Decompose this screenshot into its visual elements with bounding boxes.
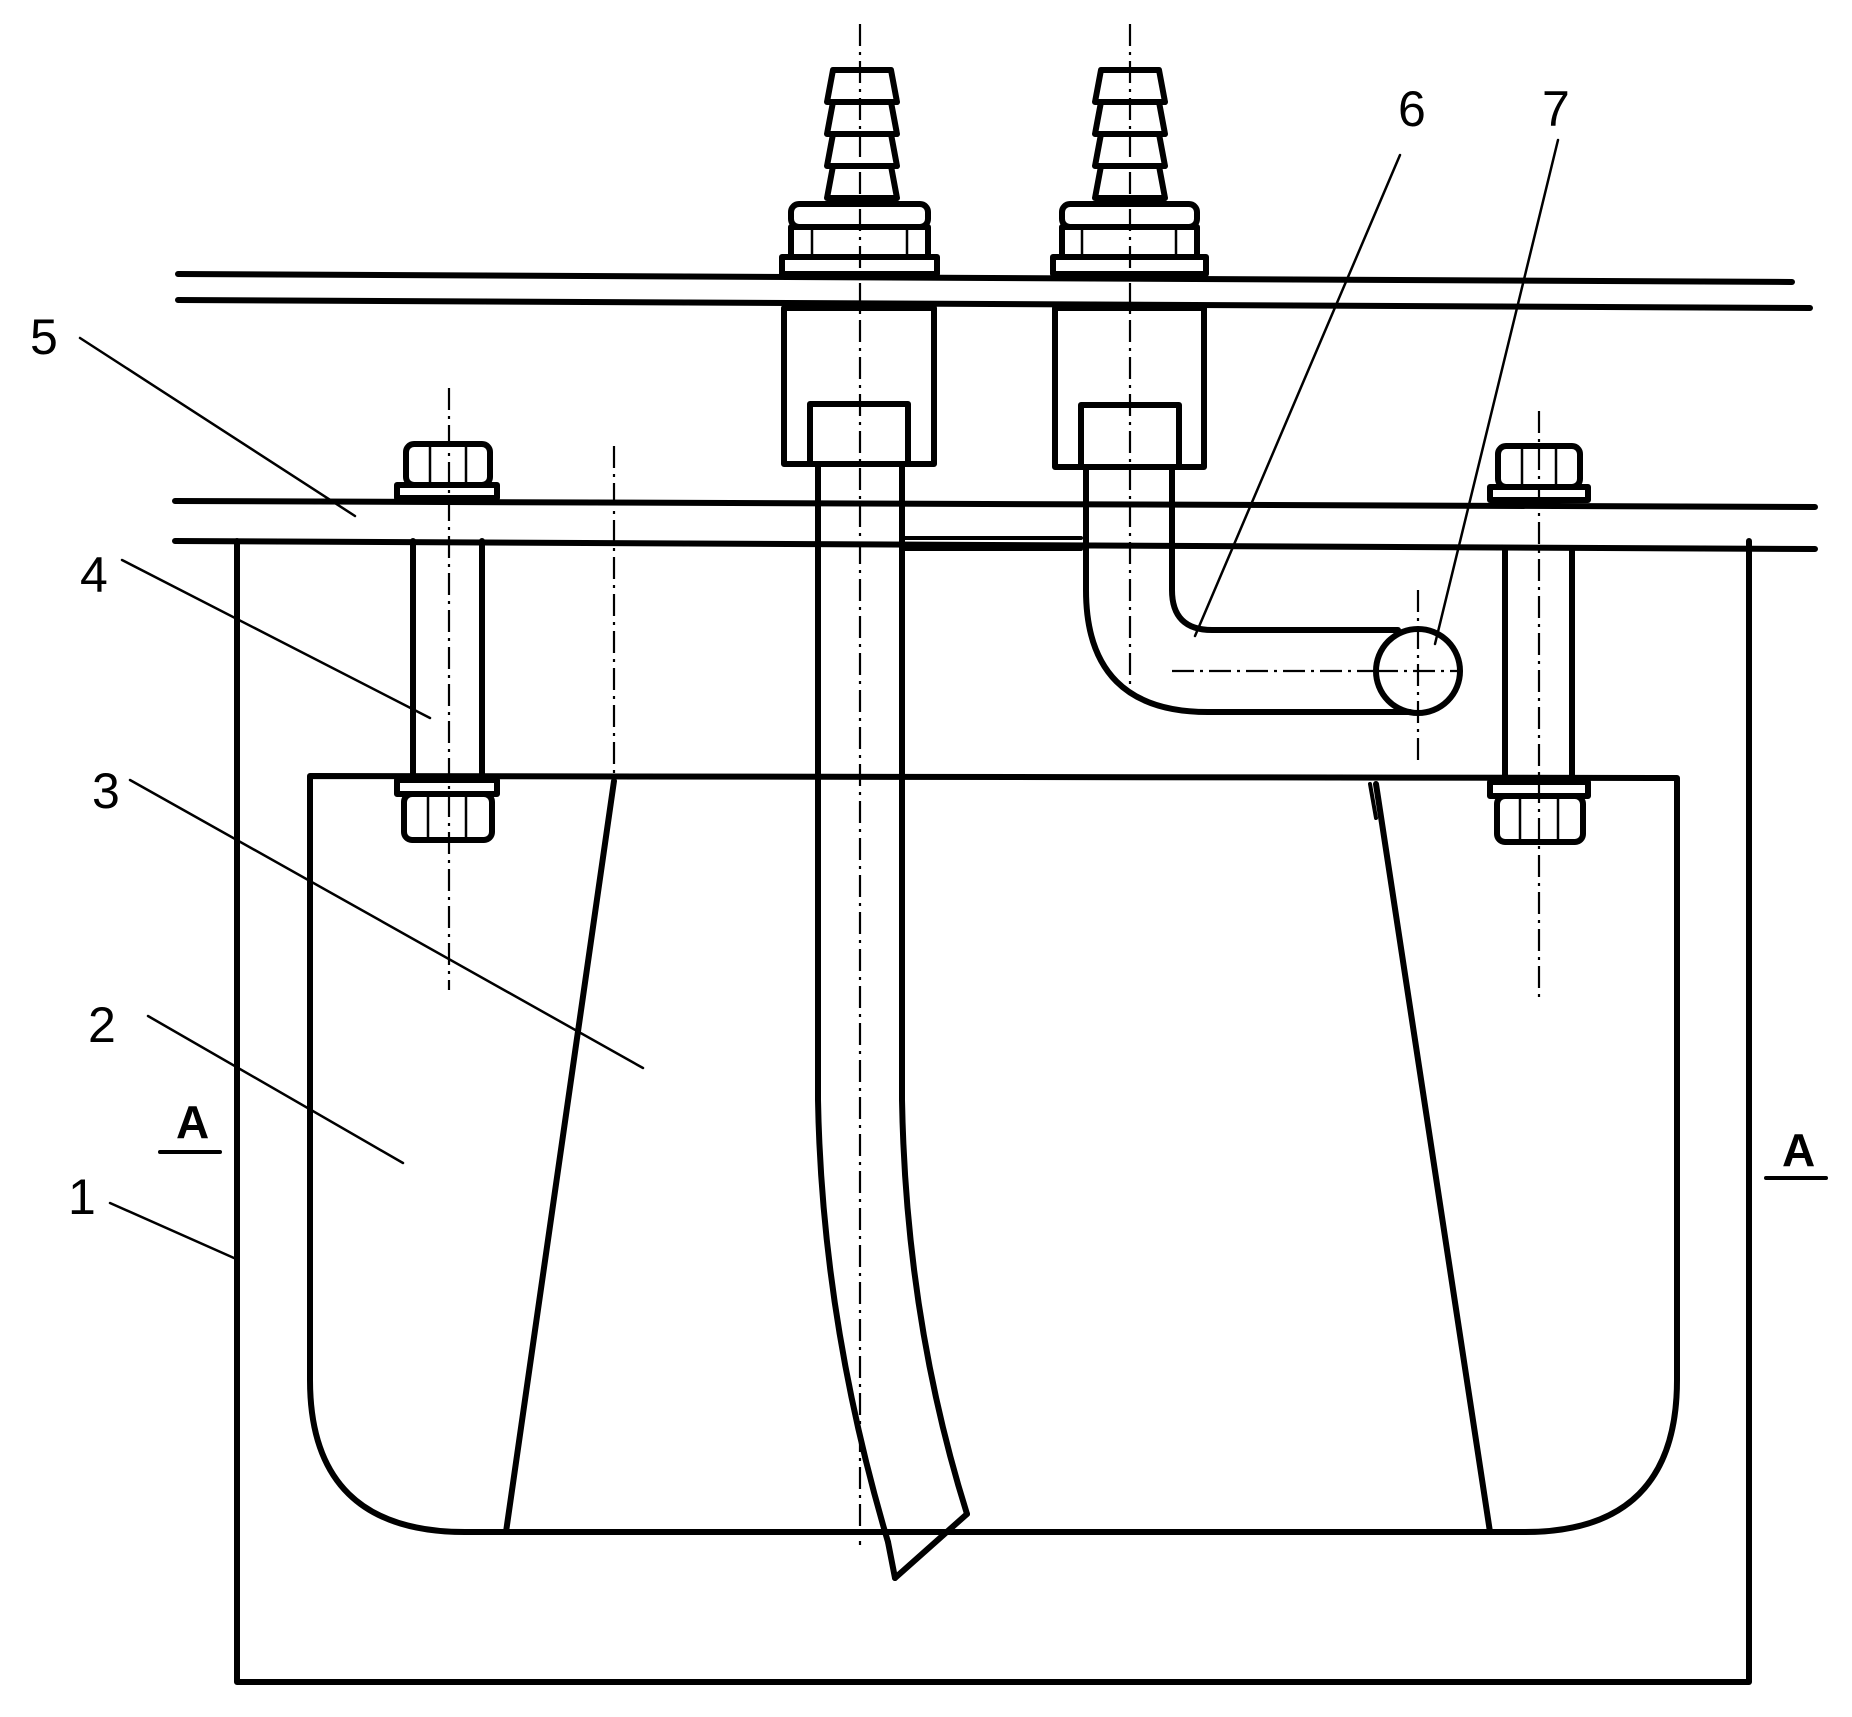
inner-vessel — [307, 773, 1680, 1535]
centre-lines — [447, 24, 1541, 1545]
inlet-tube — [815, 461, 1083, 1581]
nut-bottom-left — [394, 777, 500, 843]
section-mark-left: A — [158, 1096, 222, 1154]
label-part-3: 3 — [92, 763, 120, 819]
label-part-2: 2 — [88, 997, 116, 1053]
top-plate — [175, 271, 1813, 311]
label-part-4: 4 — [80, 547, 108, 603]
label-part-1: 1 — [68, 1169, 96, 1225]
label-part-6: 6 — [1398, 81, 1426, 137]
support-rod-left — [410, 538, 485, 779]
section-mark-right: A — [1764, 1124, 1828, 1180]
leader-lines — [78, 138, 1560, 1260]
conical-insert — [503, 778, 1493, 1535]
label-part-5: 5 — [30, 309, 58, 365]
label-part-7: 7 — [1542, 81, 1570, 137]
svg-text:A: A — [176, 1096, 209, 1148]
svg-text:A: A — [1782, 1124, 1815, 1176]
support-rod-right — [1502, 546, 1575, 781]
outer-housing — [234, 538, 1752, 1685]
nut-top-left — [394, 441, 500, 501]
mounting-plate — [172, 498, 1818, 552]
